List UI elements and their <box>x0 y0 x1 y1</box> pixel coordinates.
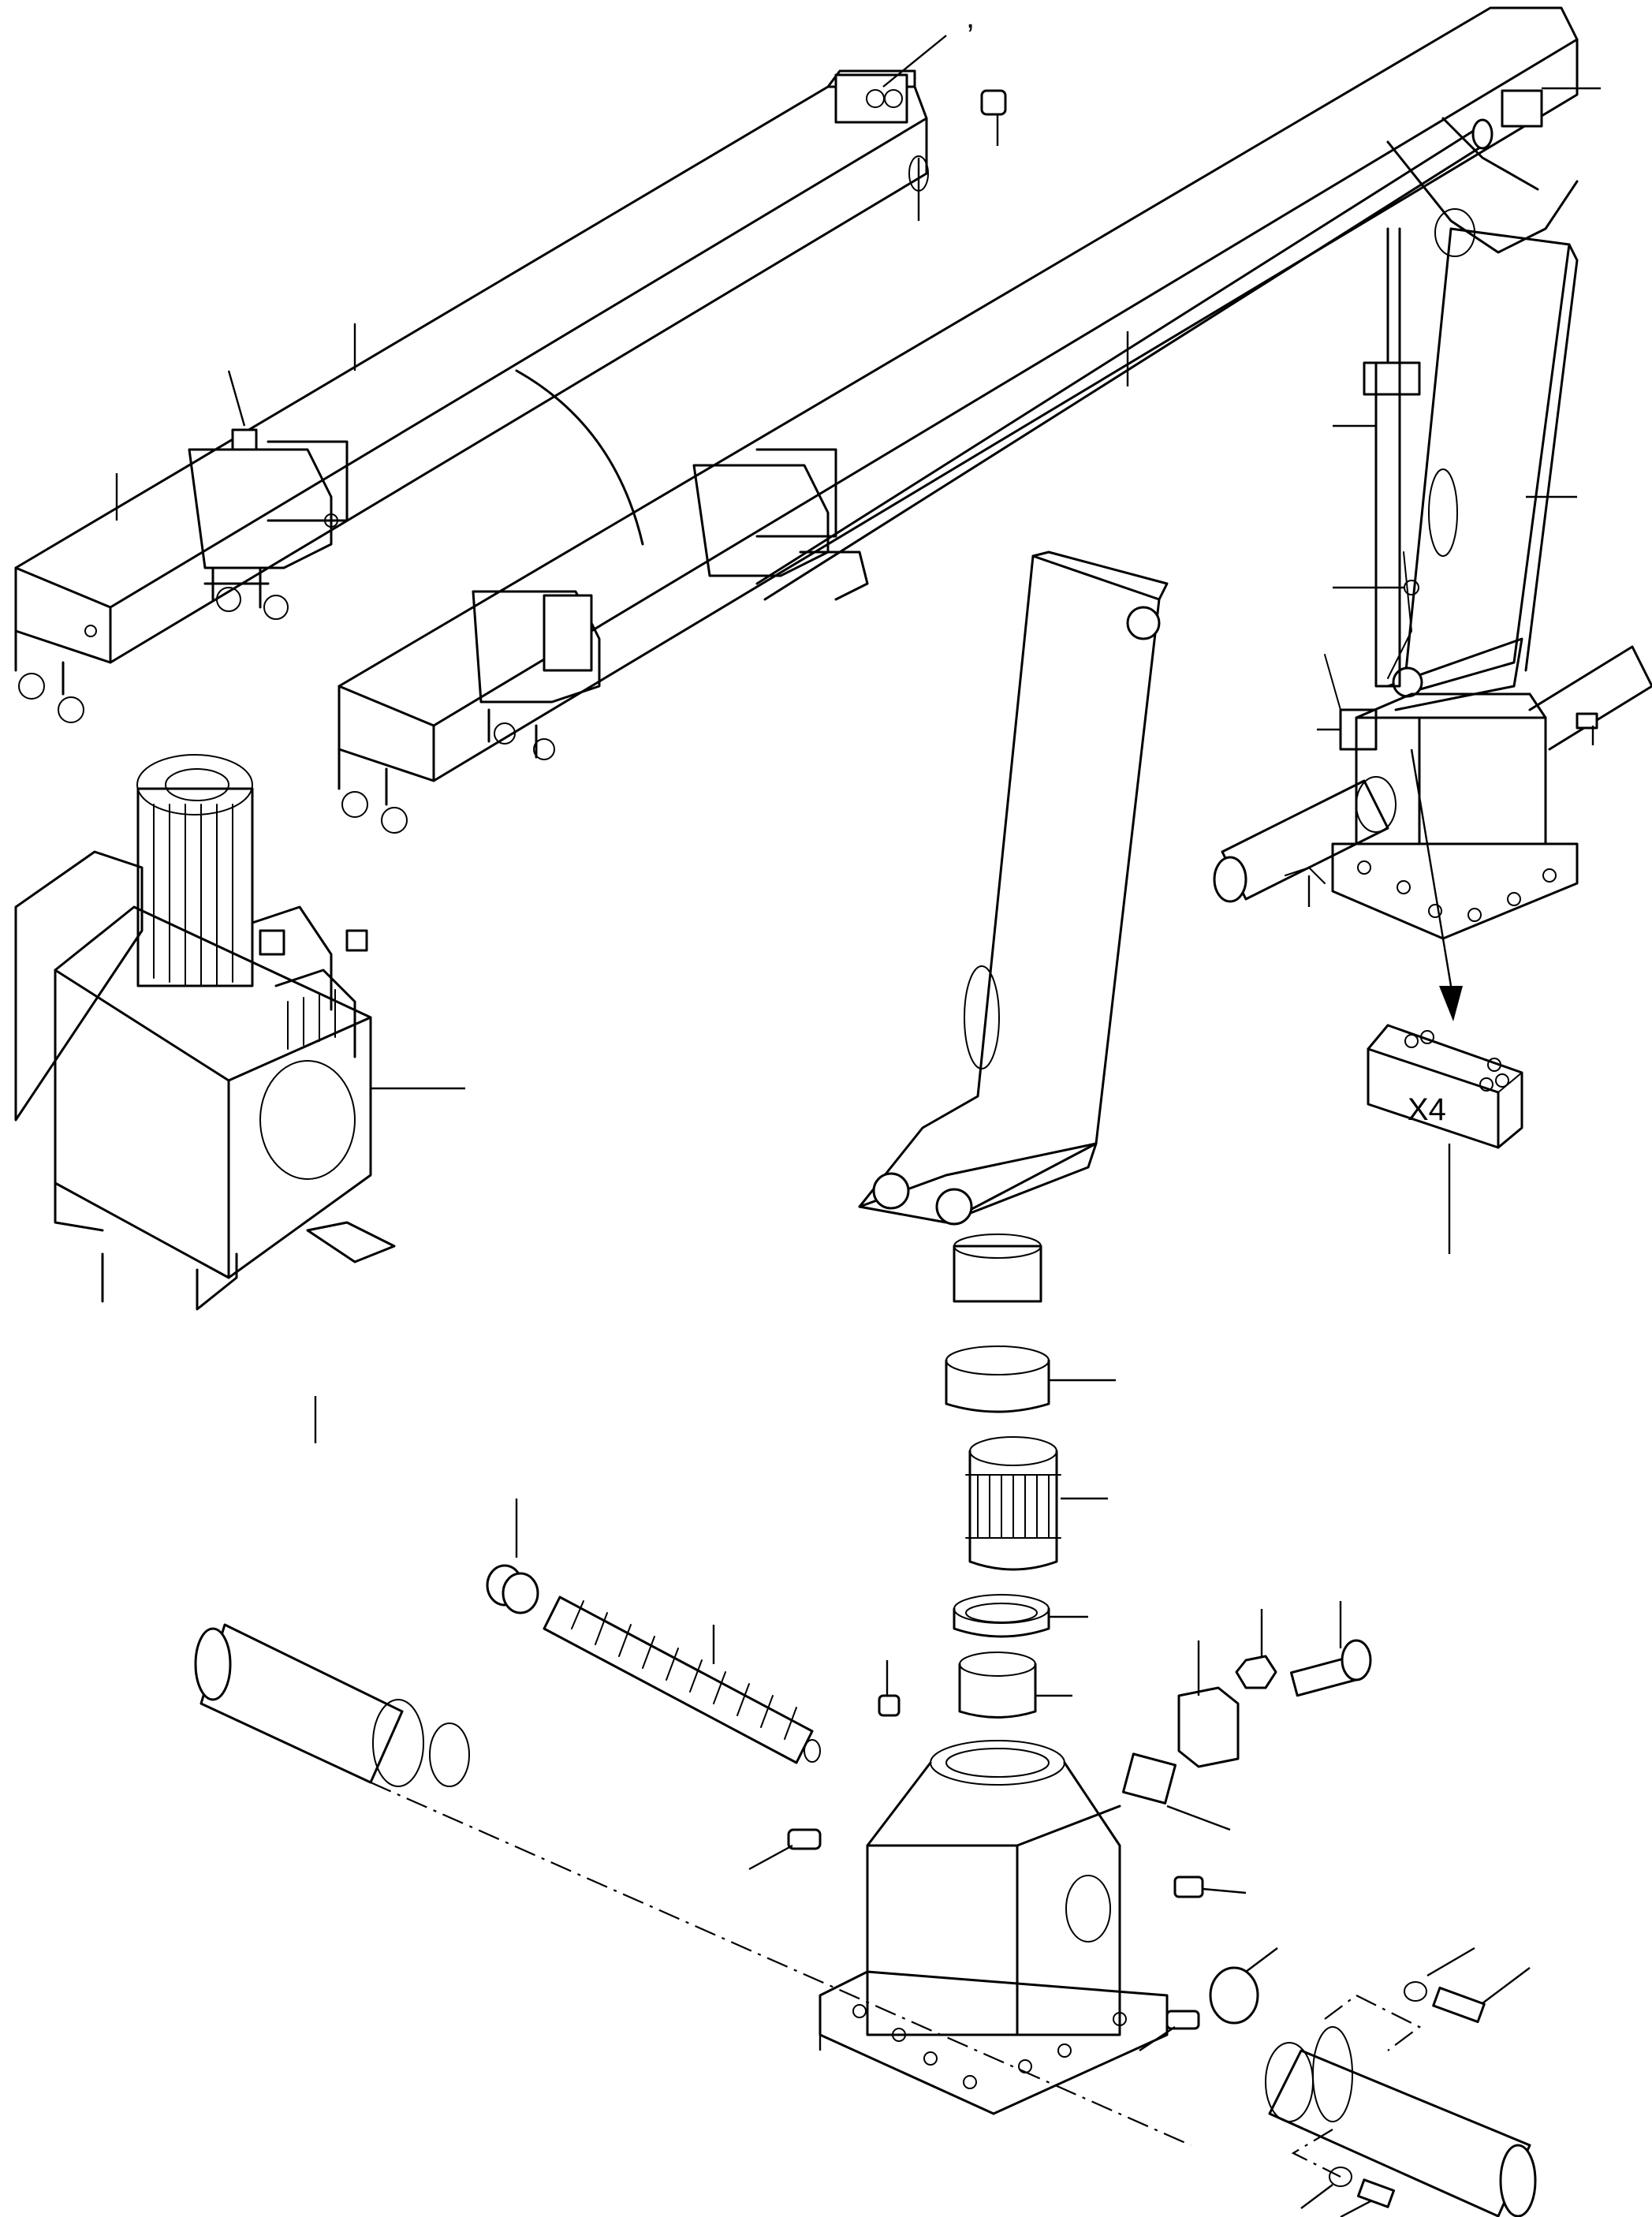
rack-cylinder-left <box>194 1396 470 1787</box>
nut-small <box>1235 1609 1277 1689</box>
bushing <box>958 1652 1072 1719</box>
gear-rack <box>543 1596 821 1764</box>
piston-right <box>1209 1947 1278 2025</box>
piston-left <box>486 1499 539 1614</box>
plug-left <box>748 1828 822 1871</box>
block-small <box>1177 1640 1240 1768</box>
washer-bolt-right-upper <box>1404 1946 1531 2024</box>
outer-boom: , <box>14 0 975 723</box>
plate-small <box>1121 1752 1231 1831</box>
connector-box-label: X4 <box>1408 1092 1446 1127</box>
top-mark: , <box>966 0 975 35</box>
setscrew-bottom <box>1139 2010 1200 2051</box>
hydraulic-power-pack <box>14 754 465 1311</box>
washer-bolt-right-lower <box>1300 2167 1396 2217</box>
pinion-gear <box>965 1436 1108 1571</box>
fitting-top <box>980 89 1007 146</box>
column-tube <box>858 551 1169 1303</box>
slewing-housing-assembled <box>1213 645 1652 1021</box>
main-boom <box>337 6 1601 834</box>
plug-right <box>1173 1875 1247 1898</box>
rack-cylinder-right <box>1265 1994 1537 2217</box>
rotation-arrow-arc <box>515 369 644 546</box>
connector-box-x4: X4 <box>1367 1024 1523 1254</box>
axis-line-left <box>370 1781 1191 2147</box>
bolt-right <box>1289 1601 1372 1697</box>
bearing-ring-upper <box>945 1346 1116 1413</box>
seal-ring <box>953 1594 1088 1638</box>
grease-nipple <box>878 1660 901 1717</box>
crane-column <box>1317 227 1579 751</box>
base-housing <box>819 1740 1169 2115</box>
